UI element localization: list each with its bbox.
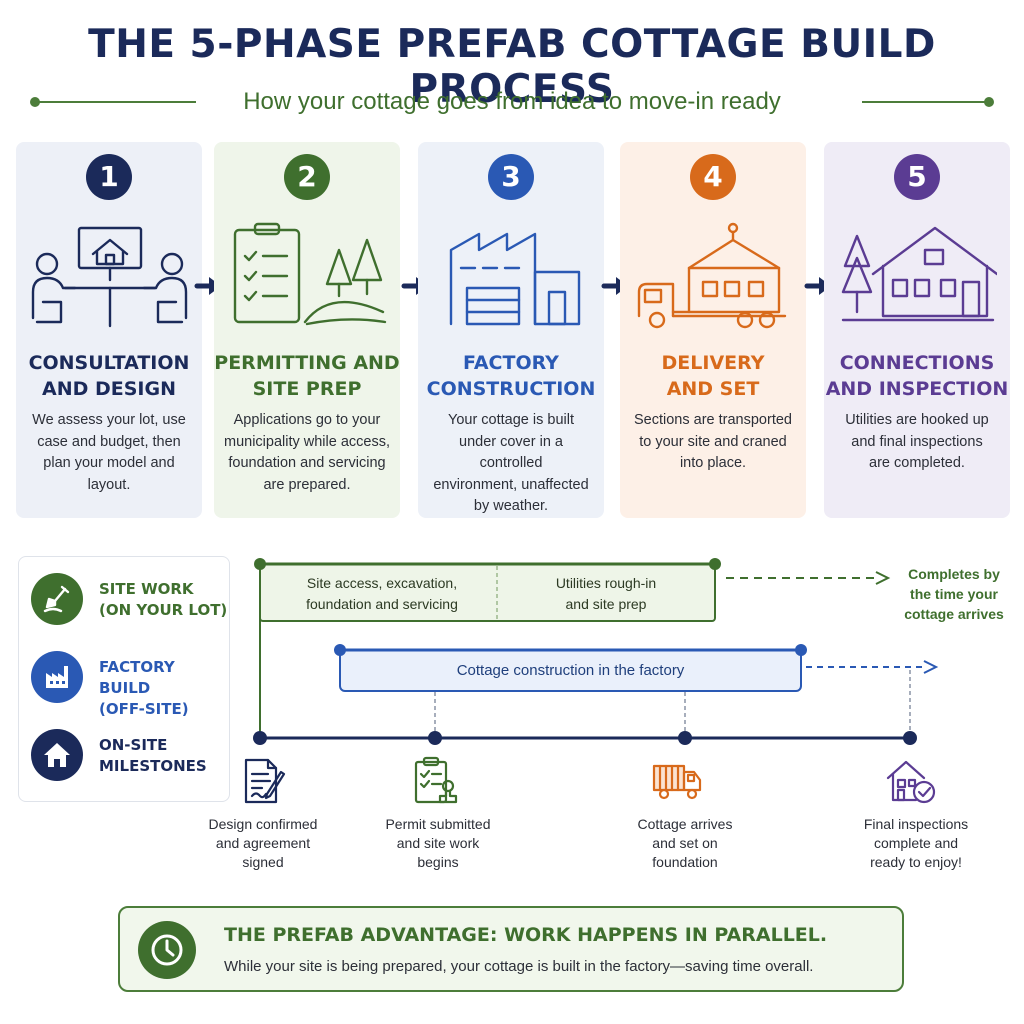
document-signing-icon <box>244 758 286 804</box>
subtitle-left-rule <box>38 101 196 103</box>
shovel-icon <box>31 573 83 625</box>
milestone-dot <box>678 731 692 745</box>
advantage-body: While your site is being prepared, your … <box>224 958 814 975</box>
phase-number-badge: 5 <box>894 154 940 200</box>
factory-icon <box>449 232 581 326</box>
factory-bar-start-dot <box>334 644 346 656</box>
legend-label: FACTORY BUILD(OFF-SITE) <box>99 658 189 718</box>
subtitle-left-dot <box>30 97 40 107</box>
phase-number-badge: 3 <box>488 154 534 200</box>
legend-label: SITE WORK(ON YOUR LOT) <box>99 580 228 619</box>
milestone-dot <box>428 731 442 745</box>
page-title: THE 5-PHASE PREFAB COTTAGE BUILD PROCESS <box>88 22 936 112</box>
site-work-segment-1: Site access, excavation,foundation and s… <box>306 575 458 612</box>
milestone-dot <box>903 731 917 745</box>
factory-bar-end-dot <box>795 644 807 656</box>
legend-item-site-work: SITE WORK(ON YOUR LOT) <box>31 569 227 629</box>
delivery-truck-icon <box>652 764 702 800</box>
truck-crane-icon <box>637 222 787 329</box>
site-bar-end-dot <box>709 558 721 570</box>
page-subtitle: How your cottage goes from idea to move-… <box>243 88 781 115</box>
phase-number-badge: 4 <box>690 154 736 200</box>
legend-item-factory-build: FACTORY BUILD(OFF-SITE) <box>31 647 227 718</box>
site-arrow-head <box>875 571 891 585</box>
house-icon <box>31 729 83 781</box>
cottage-icon <box>841 226 997 322</box>
clipboard-trees-icon <box>233 222 387 326</box>
consultation-meeting-icon <box>31 226 188 328</box>
factory-bar-label: Cottage construction in the factory <box>456 662 685 679</box>
phase-number-badge: 1 <box>86 154 132 200</box>
timeline-diagram <box>253 558 939 745</box>
phase-number-badge: 2 <box>284 154 330 200</box>
subtitle-right-rule <box>862 101 986 103</box>
factory-icon <box>31 651 83 703</box>
milestone-dot <box>253 731 267 745</box>
prefab-advantage-box: THE PREFAB ADVANTAGE: WORK HAPPENS IN PA… <box>118 906 904 992</box>
permit-stamp-icon <box>414 756 458 804</box>
clock-icon <box>138 921 196 979</box>
subtitle-right-dot <box>984 97 994 107</box>
advantage-title: THE PREFAB ADVANTAGE: WORK HAPPENS IN PA… <box>224 924 828 946</box>
factory-arrow-head <box>923 660 939 674</box>
house-check-icon <box>886 760 936 804</box>
legend-panel: SITE WORK(ON YOUR LOT) FACTORY BUILD(OFF… <box>18 556 230 802</box>
subtitle-bar: How your cottage goes from idea to move-… <box>30 86 994 118</box>
